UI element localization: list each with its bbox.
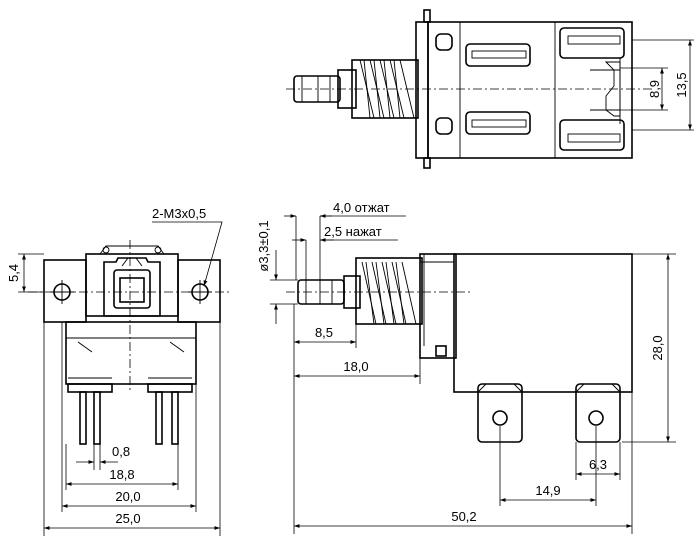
side-body-outline: [453, 253, 633, 393]
dim-total-length: 50,2: [451, 509, 476, 524]
dim-pin-span-outer: 20,0: [115, 489, 140, 504]
dim-terminal-spacing: 14,9: [535, 483, 560, 498]
dim-stem-to-body: 18,0: [343, 359, 368, 374]
dim-stem-diameter: ø3,3±0,1: [256, 220, 271, 271]
side-view: ø3,3±0,1 4,0 отжат 2,5 нажат 8,5 18,0 28…: [256, 200, 676, 534]
dim-total-width: 25,0: [115, 511, 140, 526]
dim-stem-length: 8,5: [315, 325, 333, 340]
pin: [93, 391, 101, 445]
dim-travel-pressed: 2,5 нажат: [324, 224, 382, 239]
top-view: 8,9 13,5: [286, 9, 694, 169]
dim-body-height: 28,0: [650, 335, 665, 360]
pin: [79, 391, 87, 445]
pin: [155, 391, 163, 445]
top-body-outline: [427, 21, 633, 159]
dim-outer-height: 13,5: [674, 72, 689, 97]
dim-pin-span-inner: 18,8: [109, 467, 134, 482]
dim-terminal-pitch: 6,3: [589, 457, 607, 472]
dim-travel-released: 4,0 отжат: [333, 200, 390, 215]
terminal: [575, 383, 621, 443]
thread-callout: 2-M3x0,5: [152, 206, 206, 221]
front-view: 5,4 2-M3x0,5 0,8 18,8 20,0 25,0: [6, 206, 230, 536]
dim-pin-width: 0,8: [112, 444, 130, 459]
pin: [171, 391, 179, 445]
dim-inner-height: 8,9: [647, 80, 662, 98]
dim-offset: 5,4: [6, 264, 21, 282]
